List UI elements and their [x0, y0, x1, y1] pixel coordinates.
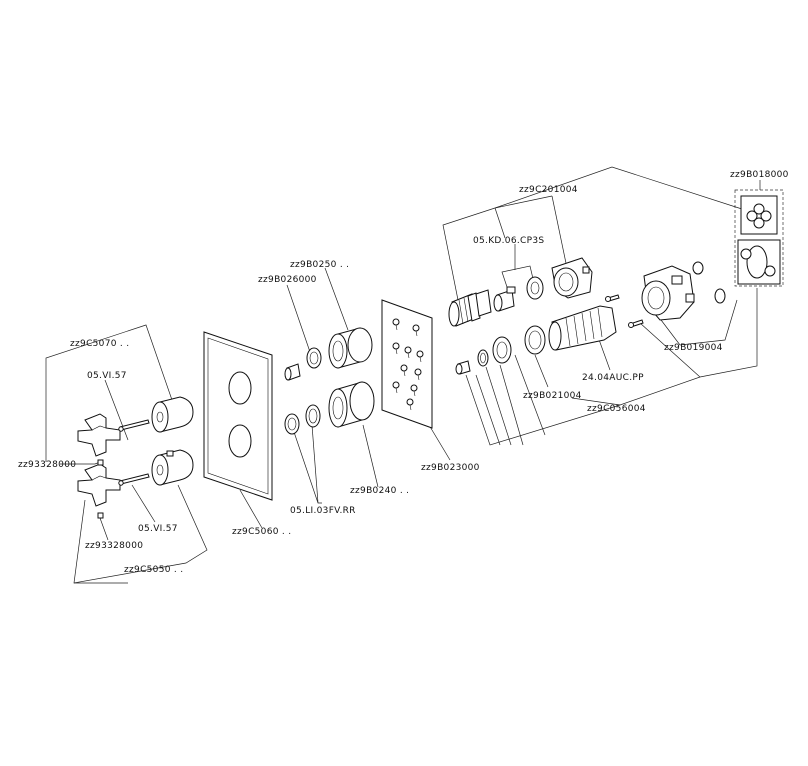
sleeve-bottom: [328, 381, 375, 428]
faceplate: [203, 331, 273, 501]
label-zz9C056004: zz9C056004: [587, 404, 646, 414]
bolt-small: [605, 294, 620, 302]
small-nut-right: [692, 261, 726, 304]
ring-nut-bottom: [284, 413, 300, 435]
threaded-ring: [524, 325, 546, 355]
label-zz9B019004: zz9B019004: [664, 343, 723, 353]
label-05-kd-06-cp3s: 05.KD.06.CP3S: [473, 236, 544, 246]
stem-small: [455, 360, 471, 375]
gasket-box: [734, 189, 784, 287]
ring-bottom: [305, 404, 321, 428]
thermostatic-cartridge: [548, 305, 617, 351]
knob-top: [151, 396, 194, 433]
label-zz9C5050: zz9C5050 . .: [124, 565, 183, 575]
ring-nut-top: [306, 347, 322, 369]
label-zz9C5070: zz9C5070 . .: [70, 339, 129, 349]
label-zz9C201004: zz9C201004: [519, 185, 578, 195]
label-zz9B0240: zz9B0240 . .: [350, 486, 409, 496]
sleeve-top: [328, 327, 373, 369]
fitting-kd-ring: [526, 276, 544, 300]
spindle-pin-top: [118, 419, 150, 432]
screw-panel: [381, 299, 433, 429]
label-zz9B026000: zz9B026000: [258, 275, 317, 285]
o-ring: [477, 349, 489, 367]
label-zz9B018000: zz9B018000: [730, 170, 789, 180]
connector-body: [551, 257, 593, 299]
fitting-small-top: [284, 363, 301, 381]
valve-body-right: [641, 265, 695, 321]
spindle-pin-bottom: [118, 473, 150, 486]
knob-bottom: [151, 449, 194, 486]
label-zz93328000-bottom: zz93328000: [85, 541, 143, 551]
seal-ring: [492, 336, 512, 364]
label-zz93328000-left: zz93328000: [18, 460, 76, 470]
label-zz9B0250: zz9B0250 . .: [290, 260, 349, 270]
label-zz9B021004: zz9B021004: [523, 391, 582, 401]
cross-handle-bottom: [77, 463, 121, 507]
label-24-04auc-pp: 24.04AUC.PP: [582, 373, 644, 383]
cross-handle-top: [77, 413, 121, 457]
label-05-vi-57-top: 05.VI.57: [87, 371, 127, 381]
label-05-li-03fv-rr: 05.LI.03FV.RR: [290, 506, 356, 516]
label-zz9B023000: zz9B023000: [421, 463, 480, 473]
leader-lines: [45, 166, 761, 584]
fitting-kd-small: [493, 286, 516, 312]
bolt-small-right: [628, 319, 644, 328]
label-zz9C5060: zz9C5060 . .: [232, 527, 291, 537]
grub-screw-small: [97, 459, 104, 519]
labels: zz9B018000 zz9C201004 05.KD.06.CP3S zz9B…: [18, 170, 789, 575]
label-05-vi-57-bottom: 05.VI.57: [138, 524, 178, 534]
cartridge-upper: [448, 289, 492, 327]
panel-screws: [392, 318, 424, 411]
